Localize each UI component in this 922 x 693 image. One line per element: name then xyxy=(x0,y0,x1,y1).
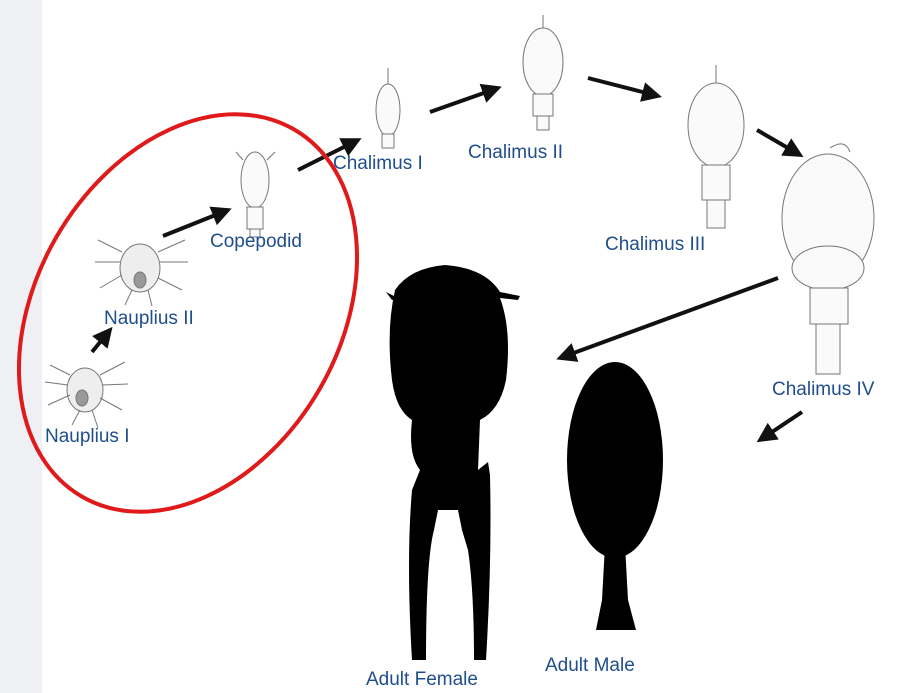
arrow-chalimus4-to-adult-female xyxy=(560,278,778,358)
label-chalimus-3: Chalimus III xyxy=(605,235,705,254)
arrow-nauplius1-to-nauplius2 xyxy=(92,330,110,352)
arrow-chalimus1-to-chalimus2 xyxy=(430,88,498,112)
label-adult-male: Adult Male xyxy=(545,656,635,675)
arrow-chalimus2-to-chalimus3 xyxy=(588,78,658,96)
highlight-ellipse xyxy=(0,53,426,572)
label-adult-female: Adult Female xyxy=(366,670,478,689)
label-nauplius-2: Nauplius II xyxy=(104,309,194,328)
chalimus-1-drawing xyxy=(376,68,400,148)
nauplius-1-drawing xyxy=(45,362,128,428)
chalimus-2-drawing xyxy=(523,15,563,130)
copepodid-drawing xyxy=(236,152,275,237)
nauplius-2-drawing xyxy=(95,240,188,306)
adult-female-silhouette xyxy=(386,265,520,660)
label-chalimus-4: Chalimus IV xyxy=(772,380,874,399)
label-chalimus-2: Chalimus II xyxy=(468,143,563,162)
arrow-chalimus4-to-adult-male xyxy=(760,412,802,440)
adult-male-silhouette xyxy=(567,362,663,630)
label-nauplius-1: Nauplius I xyxy=(45,427,130,446)
chalimus-4-drawing xyxy=(782,144,874,374)
chalimus-3-drawing xyxy=(688,65,744,228)
label-chalimus-1: Chalimus I xyxy=(333,154,423,173)
arrow-chalimus3-to-chalimus4 xyxy=(757,130,800,155)
label-copepodid: Copepodid xyxy=(210,232,302,251)
